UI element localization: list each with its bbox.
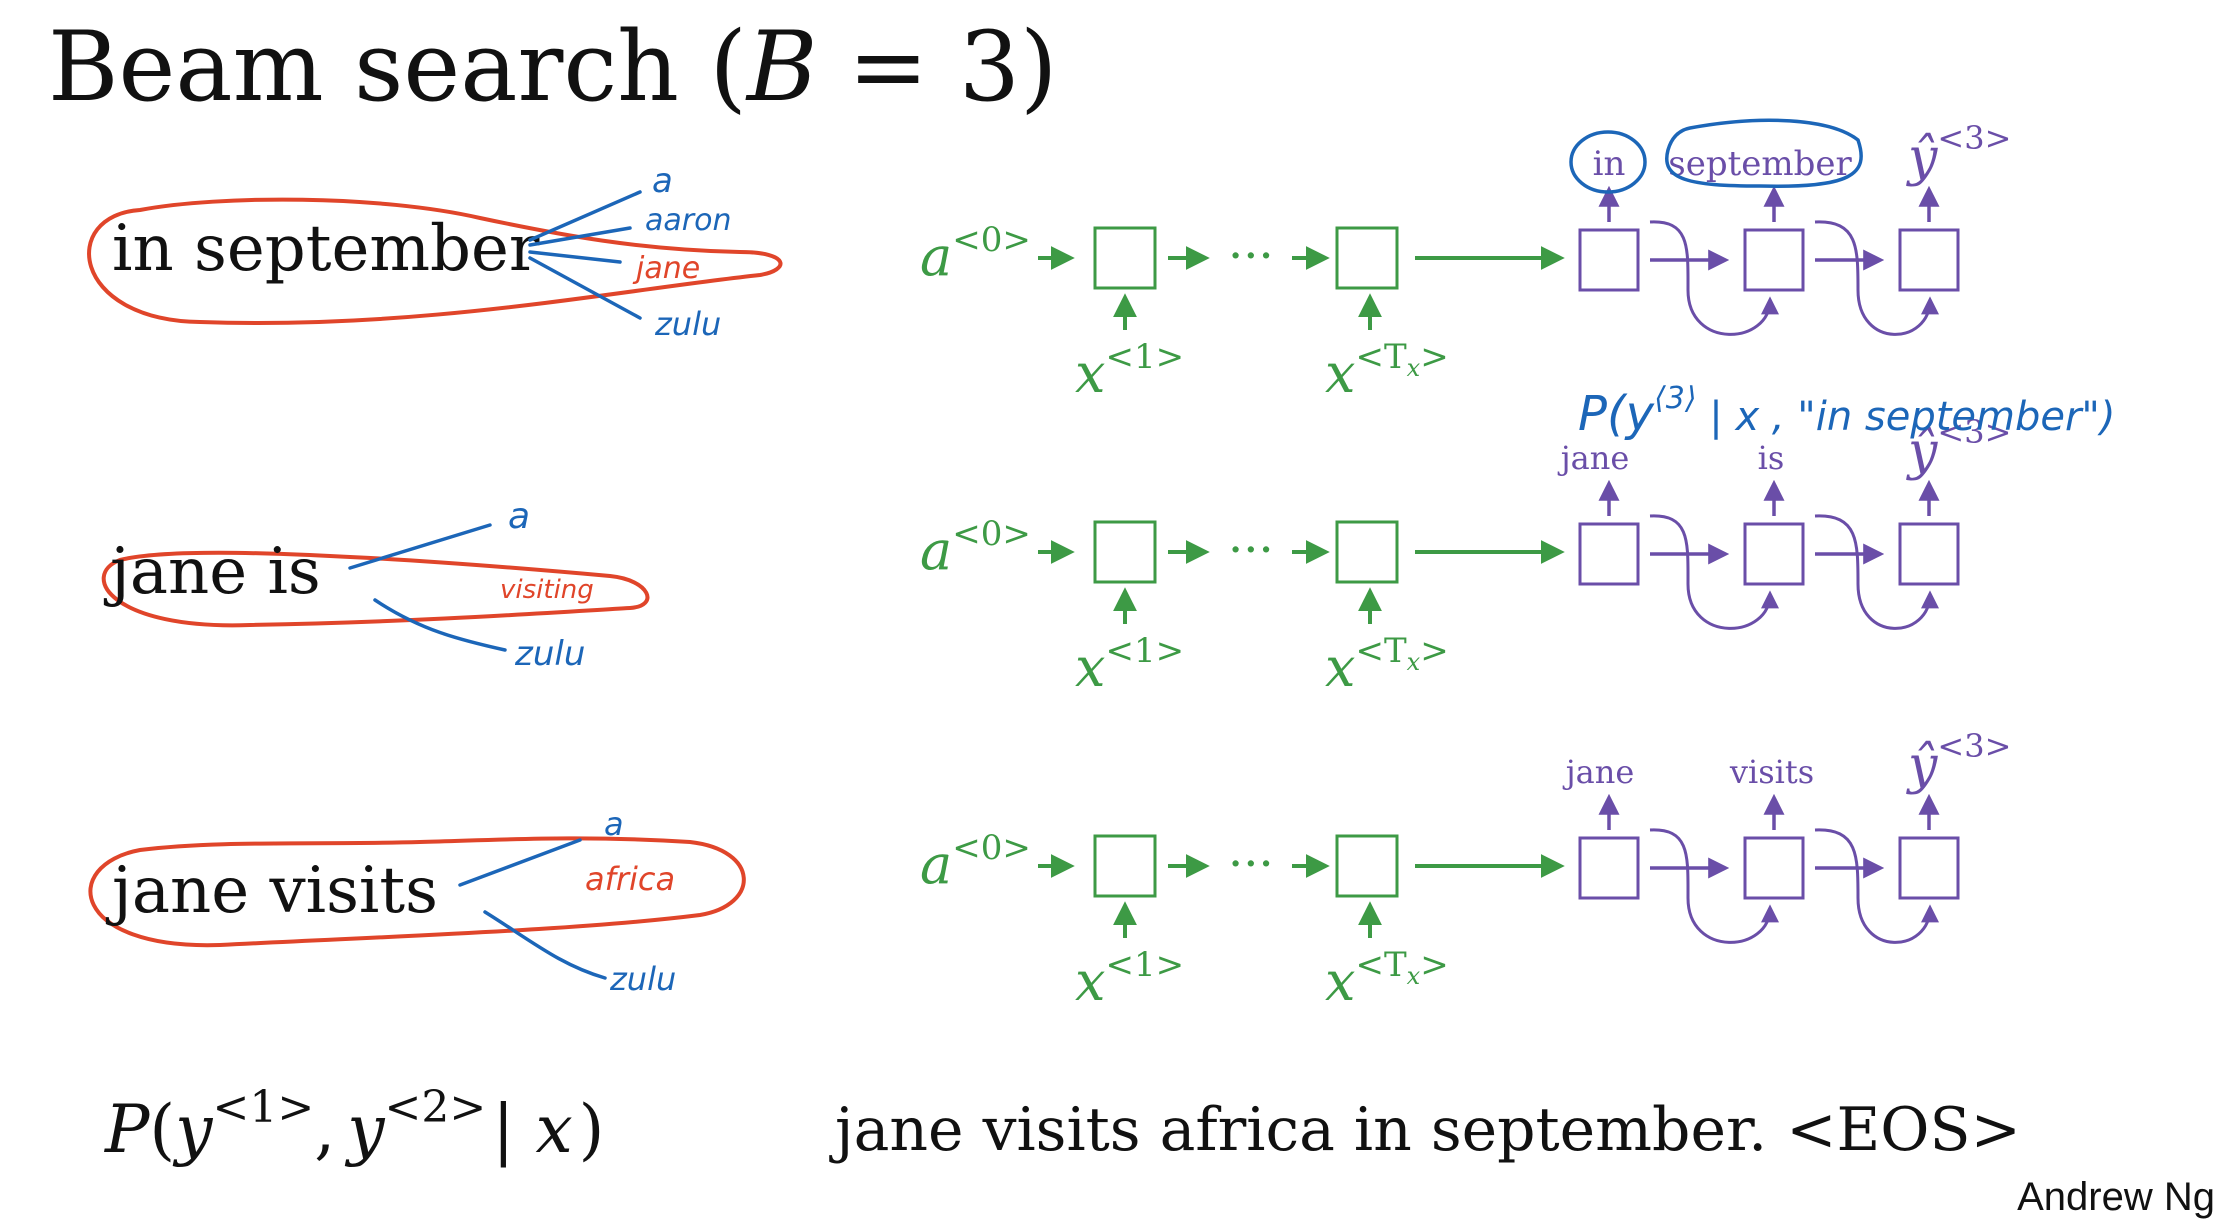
branch-lines [348, 523, 507, 652]
output-word-2: is [1758, 439, 1785, 477]
a0-label: a<0> [920, 828, 1031, 896]
output-word-1: jane [1562, 753, 1635, 791]
slide-title: Beam search (B = 3) [48, 11, 1057, 123]
output-word-1: in [1593, 144, 1626, 184]
a0-label: a<0> [920, 220, 1031, 288]
blue-circle-september [1665, 118, 1863, 188]
decoder-cell [1898, 228, 1960, 292]
encoder-cell [1335, 520, 1399, 584]
final-sentence: jane visits africa in september. <EOS> [829, 1095, 2021, 1165]
decoder-cell [1578, 522, 1640, 586]
x1-label: x<1> [1075, 337, 1184, 405]
branch-lines [528, 190, 642, 320]
xT-label: x<Tx> [1325, 631, 1449, 699]
branch-word: aaron [645, 203, 731, 238]
decoder-cell [1743, 522, 1805, 586]
branch-word-highlighted: visiting [500, 575, 594, 605]
candidate-phrase: jane is [103, 535, 321, 609]
branch-lines [458, 838, 607, 980]
yhat-label: ŷ<3> [1906, 119, 2011, 188]
decoder-cell [1743, 836, 1805, 900]
encoder-cell [1335, 834, 1399, 898]
red-circle-1 [87, 197, 783, 326]
branch-word: zulu [609, 960, 676, 998]
decoder-cell [1578, 836, 1640, 900]
branch-word: zulu [654, 305, 721, 343]
feedback-arrow [1649, 220, 1779, 336]
output-word-2: visits [1729, 753, 1814, 791]
a0-label: a<0> [920, 514, 1031, 582]
author-credit: Andrew Ng [2017, 1175, 2215, 1219]
encoder-cell [1093, 226, 1157, 290]
feedback-arrow [1814, 220, 1939, 336]
candidate-row-3: jane visits a africa zulu [88, 805, 746, 998]
ellipsis: ··· [1228, 228, 1274, 284]
probability-formula: P(y<1>,y<2>| x) [104, 1082, 604, 1168]
network-row-2: a<0> ··· x<1> x<Tx> jane is ŷ<3> [920, 413, 2011, 699]
ellipsis: ··· [1228, 522, 1274, 578]
network-row-3: a<0> ··· x<1> x<Tx> jane visits ŷ<3> [920, 727, 2011, 1013]
branch-word: zulu [514, 634, 585, 674]
x1-label: x<1> [1075, 945, 1184, 1013]
xT-label: x<Tx> [1325, 945, 1449, 1013]
branch-word: a [508, 496, 530, 537]
candidate-phrase: jane visits [105, 854, 438, 928]
feedback-arrow [1649, 514, 1779, 630]
decoder-cell [1743, 228, 1805, 292]
branch-word-highlighted: jane [632, 251, 700, 286]
blue-circle-in [1569, 130, 1647, 194]
decoder-cell [1898, 522, 1960, 586]
encoder-cell [1093, 520, 1157, 584]
encoder-cell [1335, 226, 1399, 290]
candidate-phrase: in september [112, 212, 540, 286]
encoder-cell [1093, 834, 1157, 898]
yhat-label: ŷ<3> [1906, 727, 2011, 796]
feedback-arrow [1649, 828, 1779, 944]
candidate-row-1: in september a aaron jane zulu [87, 161, 783, 343]
red-circle-2 [101, 550, 650, 628]
branch-word: a [652, 161, 673, 201]
decoder-cell [1898, 836, 1960, 900]
branch-word: a [604, 805, 624, 843]
decoder-cell [1578, 228, 1640, 292]
ellipsis: ··· [1228, 836, 1274, 892]
output-word-1: jane [1557, 439, 1630, 477]
network-row-1: a<0> ··· x<1> x<Tx> in september ŷ<3> [920, 118, 2011, 405]
yhat-label: ŷ<3> [1906, 413, 2011, 482]
x1-label: x<1> [1075, 631, 1184, 699]
feedback-arrow [1814, 828, 1939, 944]
xT-label: x<Tx> [1325, 337, 1449, 405]
output-word-2: september [1668, 144, 1852, 184]
branch-word-highlighted: africa [585, 860, 675, 898]
candidate-row-2: jane is a visiting zulu [101, 496, 650, 674]
handwritten-annotation: P(y⟨3⟩ | x , "in september") [1578, 381, 2115, 442]
feedback-arrow [1814, 514, 1939, 630]
red-circle-3 [88, 836, 746, 948]
